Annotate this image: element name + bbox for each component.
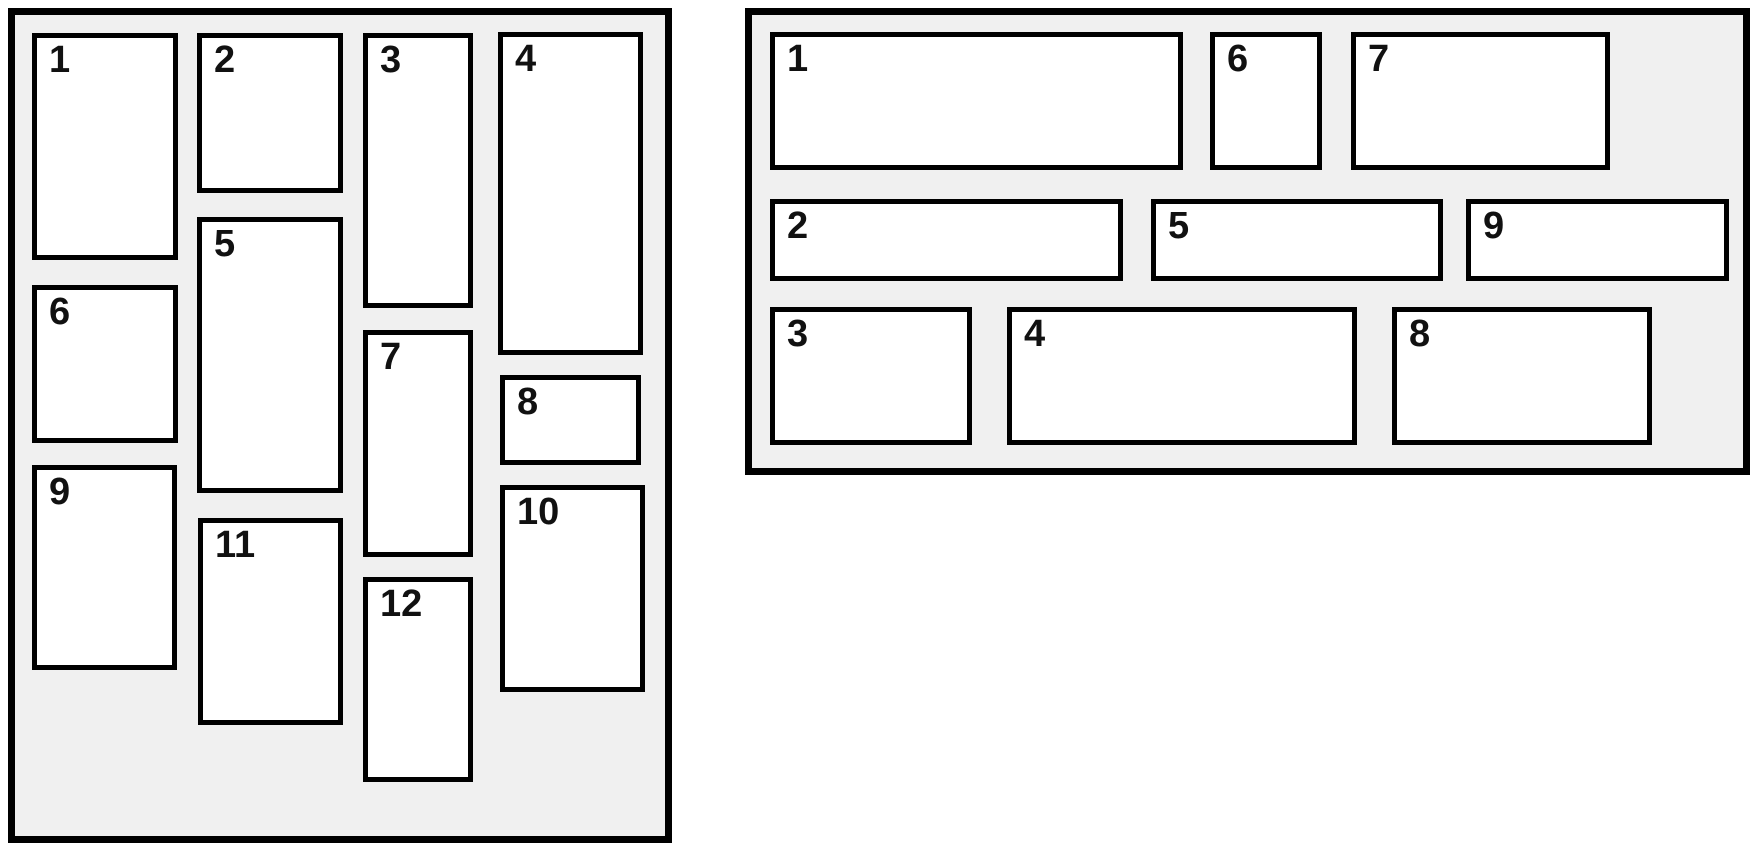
masonry-item-10: 10 (500, 485, 645, 692)
item-number: 10 (517, 491, 560, 533)
item-number: 3 (380, 39, 402, 81)
masonry-item-1: 1 (770, 32, 1183, 170)
item-number: 8 (1409, 313, 1431, 355)
item-number: 4 (1024, 313, 1046, 355)
masonry-item-4: 4 (498, 32, 643, 355)
item-number: 4 (515, 38, 537, 80)
masonry-item-9: 9 (1466, 199, 1729, 281)
masonry-item-5: 5 (1151, 199, 1443, 281)
masonry-item-4: 4 (1007, 307, 1357, 445)
masonry-item-3: 3 (770, 307, 972, 445)
item-number: 2 (787, 205, 809, 247)
item-number: 7 (380, 336, 402, 378)
masonry-item-7: 7 (363, 330, 473, 557)
masonry-item-6: 6 (32, 285, 178, 443)
row-flow-masonry-panel: 1 2 3 4 5 6 7 8 9 (745, 8, 1750, 475)
masonry-item-2: 2 (197, 33, 343, 193)
masonry-item-7: 7 (1351, 32, 1610, 170)
item-number: 3 (787, 313, 809, 355)
masonry-item-8: 8 (1392, 307, 1652, 445)
item-number: 5 (1168, 205, 1190, 247)
masonry-item-6: 6 (1210, 32, 1322, 170)
masonry-item-2: 2 (770, 199, 1123, 281)
item-number: 9 (49, 471, 71, 513)
masonry-item-11: 11 (198, 518, 343, 725)
item-number: 6 (49, 291, 71, 333)
item-number: 8 (517, 381, 539, 423)
item-number: 7 (1368, 38, 1390, 80)
masonry-item-9: 9 (32, 465, 177, 670)
item-number: 9 (1483, 205, 1505, 247)
masonry-item-3: 3 (363, 33, 473, 308)
masonry-item-5: 5 (197, 217, 343, 493)
item-number: 1 (49, 39, 71, 81)
masonry-item-12: 12 (363, 577, 473, 782)
item-number: 1 (787, 38, 809, 80)
item-number: 12 (380, 583, 423, 625)
item-number: 5 (214, 223, 236, 265)
item-number: 6 (1227, 38, 1249, 80)
masonry-item-8: 8 (500, 375, 641, 465)
masonry-item-1: 1 (32, 33, 178, 260)
item-number: 11 (215, 524, 256, 566)
item-number: 2 (214, 39, 236, 81)
